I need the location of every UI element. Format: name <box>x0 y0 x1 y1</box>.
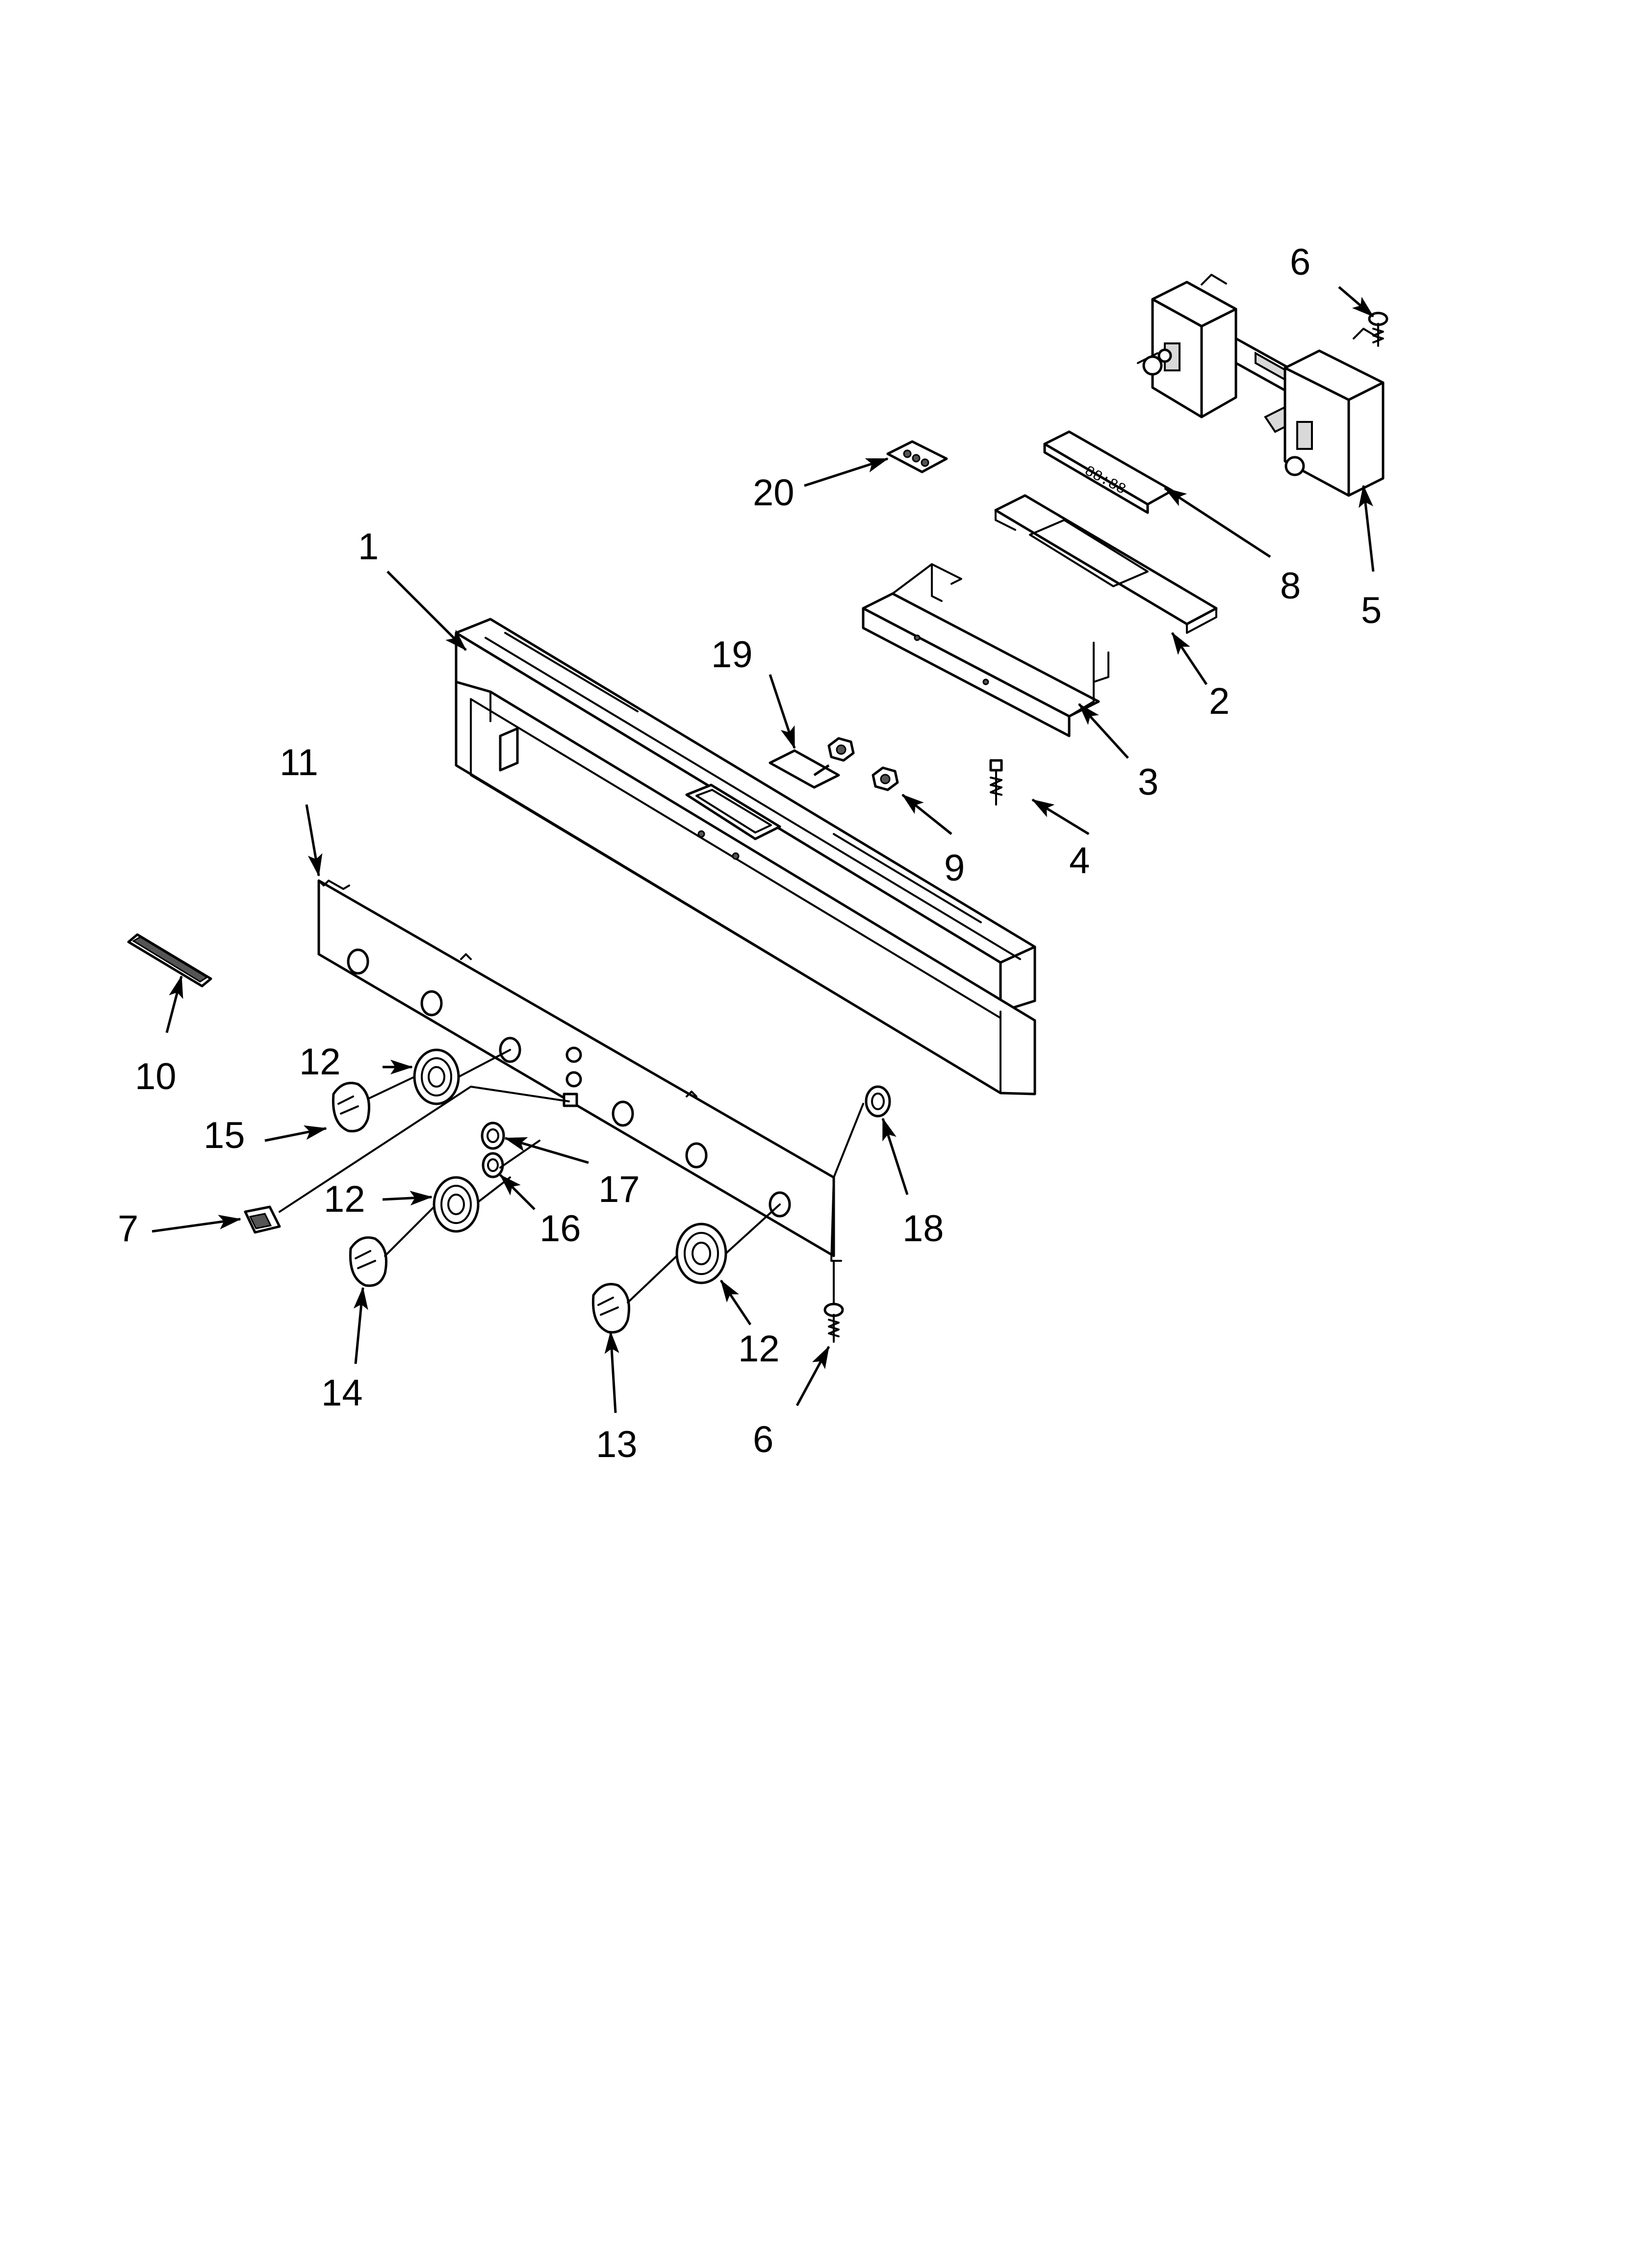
alignment-lines <box>279 1049 864 1303</box>
leader-arrows <box>152 286 1375 1413</box>
callout-11: 11 <box>280 742 318 783</box>
part-14-knob <box>349 1236 387 1287</box>
callout-12-middle: 12 <box>324 1178 365 1220</box>
part-2-display-bracket <box>994 494 1218 634</box>
part-8-display-board: 88:88 <box>1043 430 1174 514</box>
part-1-console-backguard <box>455 618 1036 1095</box>
part-13-knob <box>591 1283 630 1334</box>
part-16-grommet <box>482 1152 504 1178</box>
callout-9: 9 <box>944 847 965 889</box>
callout-6-bottom: 6 <box>753 1419 773 1460</box>
part-6-screw-top <box>1368 312 1388 347</box>
callout-5: 5 <box>1361 590 1382 631</box>
callout-1: 1 <box>358 526 379 568</box>
callout-6-top: 6 <box>1290 241 1310 283</box>
part-15-knob <box>332 1082 370 1133</box>
callout-13: 13 <box>596 1424 638 1465</box>
part-5-control-assembly <box>1137 274 1385 497</box>
callout-17: 17 <box>598 1169 640 1210</box>
part-11-control-panel <box>317 879 842 1262</box>
part-12-bezel-middle <box>433 1176 480 1233</box>
callout-15: 15 <box>204 1115 245 1156</box>
part-9-nuts <box>827 737 899 791</box>
callout-4: 4 <box>1069 840 1090 882</box>
part-12-bezel-lower <box>675 1223 727 1284</box>
callout-14: 14 <box>321 1372 363 1414</box>
callout-16: 16 <box>539 1208 581 1250</box>
part-12-bezel-upper <box>413 1048 460 1105</box>
callout-12-lower: 12 <box>738 1328 780 1370</box>
part-6-screw-bottom <box>823 1303 844 1343</box>
callout-20: 20 <box>753 472 795 514</box>
part-19-label <box>769 749 840 789</box>
callout-2: 2 <box>1209 680 1230 722</box>
callout-7: 7 <box>118 1208 138 1250</box>
part-3-shield <box>862 563 1109 737</box>
part-18-grommet <box>865 1085 891 1118</box>
callout-18: 18 <box>902 1208 944 1250</box>
part-10-nameplate <box>127 933 212 988</box>
part-7-switch <box>244 1205 281 1234</box>
callout-19: 19 <box>711 634 753 676</box>
part-20-membrane <box>886 440 948 473</box>
callout-8: 8 <box>1280 565 1301 607</box>
callout-10: 10 <box>135 1056 177 1097</box>
callout-12-upper: 12 <box>299 1041 341 1083</box>
callout-3: 3 <box>1138 761 1158 803</box>
part-17-grommet <box>481 1121 505 1150</box>
callout-labels: 1 2 3 4 5 6 6 7 8 9 10 11 12 12 12 13 14… <box>118 241 1382 1465</box>
part-4-screw <box>989 759 1003 806</box>
